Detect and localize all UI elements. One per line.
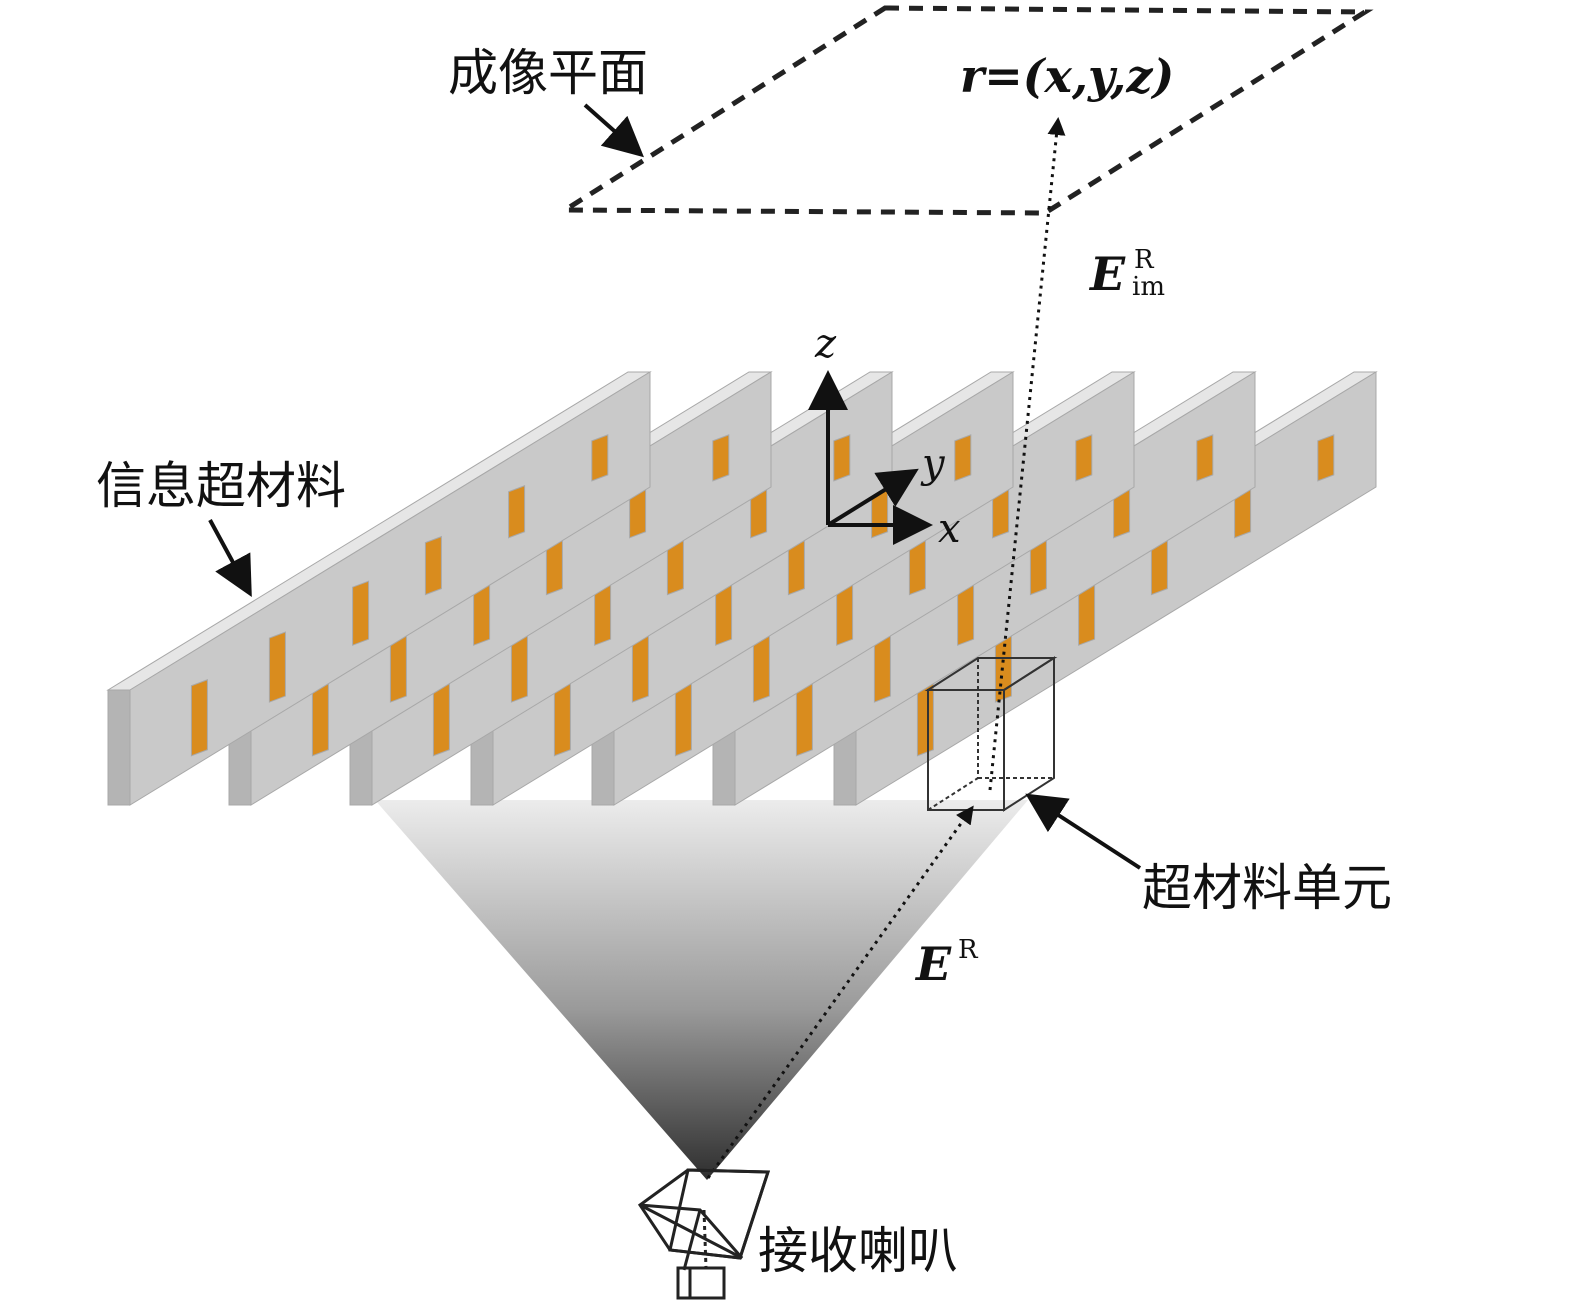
- svg-text:R: R: [1134, 245, 1155, 275]
- imaging-plane: [556, 5, 1374, 216]
- info-metamaterial-slabs: [106, 371, 1378, 806]
- svg-text:E: E: [914, 937, 952, 991]
- scattered-ray: [988, 117, 1066, 791]
- imaging-plane-pointer: [583, 103, 644, 158]
- incident-ray: [706, 805, 974, 1179]
- axis-y-label: y: [920, 441, 946, 487]
- patch-element: [712, 434, 730, 482]
- coordinate-axes: [808, 370, 933, 545]
- unit-cell-cube: [924, 656, 1058, 812]
- unit-cell-pointer: [1025, 793, 1142, 870]
- patch-element: [954, 434, 972, 482]
- patch-element: [352, 580, 370, 646]
- patch-element: [833, 434, 851, 482]
- patch-element: [1317, 434, 1335, 482]
- position-vector-label: r=(x,y,z): [960, 49, 1174, 103]
- axis-z-label: z: [814, 321, 837, 367]
- horn-label: 接收喇叭: [758, 1222, 958, 1280]
- patch-element: [268, 631, 286, 703]
- unit-cell-label: 超材料单元: [1142, 859, 1392, 917]
- slab-end: [107, 689, 131, 806]
- receiving-horn: [637, 1168, 771, 1300]
- imaging-plane-label: 成像平面: [448, 44, 648, 102]
- incident-field-label: E R: [914, 935, 979, 991]
- patch-element: [1196, 434, 1214, 482]
- scattered-field-label: E R im: [1088, 245, 1165, 302]
- info-metamaterial-label: 信息超材料: [96, 457, 346, 515]
- svg-text:E: E: [1088, 247, 1126, 301]
- axis-x-label: x: [938, 506, 961, 552]
- patch-element: [424, 535, 442, 596]
- svg-text:im: im: [1132, 272, 1165, 302]
- horn-beam: [375, 800, 1028, 1180]
- patch-element: [1075, 434, 1093, 482]
- patch-element: [508, 485, 526, 539]
- patch-element: [591, 434, 609, 482]
- svg-text:R: R: [958, 935, 979, 965]
- info-metamaterial-pointer: [208, 519, 252, 598]
- patch-element: [190, 679, 208, 757]
